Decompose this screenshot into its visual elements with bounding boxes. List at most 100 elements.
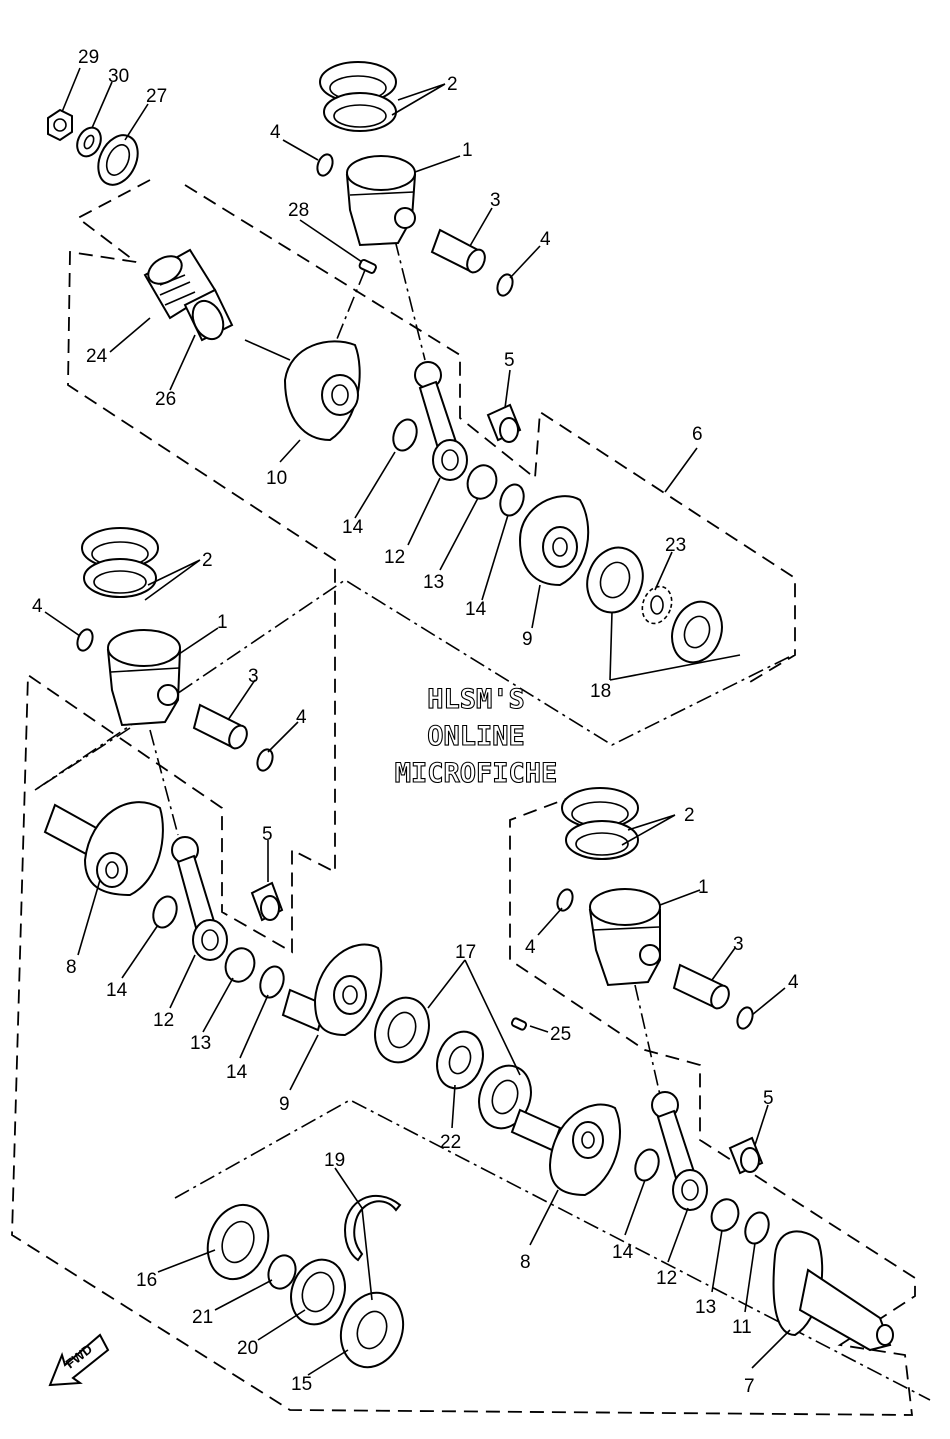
spacer-13-right [710,1198,740,1232]
bearing-5-mid [250,881,284,922]
callout-4-right-b: 4 [788,972,799,993]
piston-1-right [588,888,661,987]
callout-13-right: 13 [695,1297,716,1318]
callout-14-top: 14 [342,517,364,538]
watermark-line-1: HLSM'S [427,684,525,715]
callout-28: 28 [288,200,309,221]
callout-1-top: 1 [462,140,473,161]
callout-8-right: 8 [520,1252,531,1273]
callout-14-mid: 14 [106,980,128,1001]
callout-12-top: 12 [384,547,405,568]
bearing-18-a [586,546,644,614]
callout-12-mid: 12 [153,1010,174,1031]
spacer-13-top [466,464,498,500]
callout-17: 17 [455,942,476,963]
callout-21: 21 [192,1307,213,1328]
callout-27: 27 [146,86,167,107]
callout-4-top-b: 4 [540,229,551,250]
bearing-24 [143,248,217,320]
crankshaft-half-9-top [518,495,590,587]
leader-lines [44,67,791,1376]
clip-4-mid-a [76,628,94,652]
callout-7: 7 [744,1376,755,1397]
callout-2-right: 2 [684,805,695,826]
callout-18: 18 [590,681,611,702]
callout-3-top: 3 [490,190,501,211]
callout-2-top: 2 [447,74,458,95]
callout-19: 19 [324,1150,345,1171]
callout-5-top: 5 [504,350,515,371]
callout-13-mid: 13 [190,1033,211,1054]
washer-11 [744,1211,770,1245]
callout-9-top: 9 [522,629,533,650]
washer-14-top [392,418,418,452]
labyrinth-seal-22 [436,1030,484,1090]
washer-14-top-b [499,483,525,517]
clip-4-top-a [316,153,334,177]
callout-4-right-a: 4 [525,937,536,958]
crankshaft-half-8-right [510,1103,622,1197]
callout-4-top-a: 4 [270,122,281,143]
piston-1-top [345,155,417,247]
clip-4-right-a [556,888,574,912]
callout-22: 22 [440,1132,461,1153]
bearing-5-top [486,403,522,443]
dash-dot-lines [34,239,931,1401]
callout-14-top-b: 14 [465,599,487,620]
callout-9-mid: 9 [279,1094,290,1115]
washer-14-mid-b [259,965,285,999]
crankshaft-half-10 [244,339,361,442]
callout-4-mid-b: 4 [296,707,307,728]
key-28 [358,258,377,274]
piston-pin-3-top [430,228,486,274]
callout-14-right: 14 [612,1242,634,1263]
crankshaft-half-7 [772,1230,894,1352]
crankshaft-half-9-mid [281,943,383,1037]
clip-4-top-b [496,273,514,297]
bearing-15 [339,1291,405,1369]
callout-25: 25 [550,1024,571,1045]
dowel-pin-25 [510,1017,528,1031]
bearing-16 [206,1203,270,1281]
callout-24: 24 [86,346,108,367]
callout-numbers: 29 30 27 2 1 4 3 4 28 24 26 5 6 10 14 12… [32,47,799,1397]
callout-13-top: 13 [423,572,444,593]
callout-16: 16 [136,1270,157,1291]
callout-14-mid-b: 14 [226,1062,248,1083]
callout-1-mid: 1 [217,612,228,633]
callout-30: 30 [108,66,129,87]
callout-2-mid: 2 [202,550,213,571]
spacer-26 [183,288,234,342]
piston-rings-2-top [319,61,397,132]
spacer-13-mid [224,947,256,983]
clip-4-mid-b [256,748,274,772]
connecting-rod-12-top [414,361,468,481]
watermark: HLSM'S ONLINE MICROFICHE [394,683,558,789]
callout-8-mid: 8 [66,957,77,978]
circlip-19 [343,1194,402,1262]
callout-1-right: 1 [698,877,709,898]
piston-pin-3-right [672,963,730,1010]
callout-23: 23 [665,535,686,556]
connecting-rod-12-mid [171,836,228,961]
oil-seal-20 [290,1258,346,1326]
spacer-21 [267,1254,297,1290]
callout-20: 20 [237,1338,258,1359]
bearing-17-a [374,996,430,1064]
callout-11: 11 [732,1317,752,1338]
seal-27 [97,134,139,186]
bearing-18-b [671,600,723,664]
callout-26: 26 [155,389,176,410]
callout-15: 15 [291,1374,312,1395]
watermark-line-3: MICROFICHE [395,758,558,789]
fwd-arrow-icon: FWD [48,1333,110,1387]
piston-pin-3-mid [192,703,248,750]
washer-14-mid [152,895,178,929]
callout-10: 10 [266,468,287,489]
callout-3-mid: 3 [248,666,259,687]
piston-rings-2-right [561,787,639,860]
callout-12-right: 12 [656,1268,677,1289]
bearing-5-right [728,1136,764,1175]
washer-30 [76,126,102,158]
